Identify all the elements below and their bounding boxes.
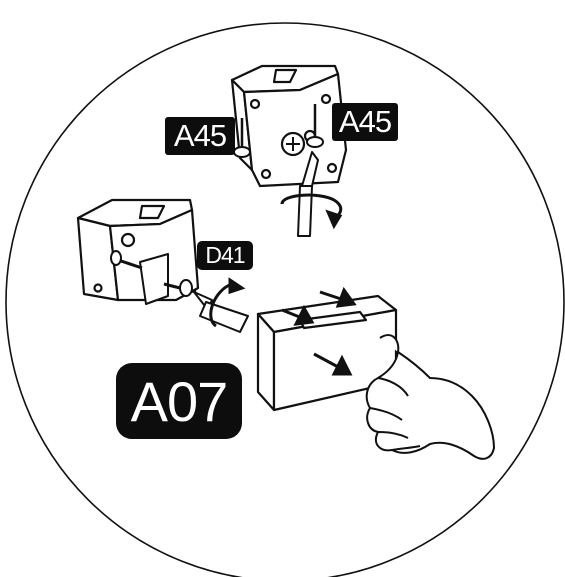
part-label-d41: D41 xyxy=(197,241,253,270)
part-label-a07: A07 xyxy=(116,363,242,439)
top-bracket-icon xyxy=(232,66,346,186)
part-label-a45-right: A45 xyxy=(332,103,398,141)
part-label-a45-left: A45 xyxy=(165,117,235,155)
